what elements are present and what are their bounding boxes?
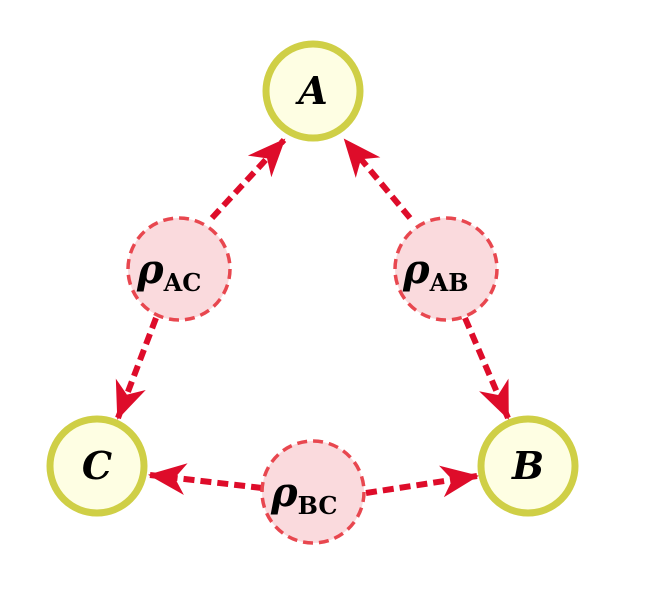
edge-bc-to-c — [148, 463, 263, 496]
source-bc-label: ρBC — [270, 469, 337, 520]
node-c-circle — [46, 415, 148, 517]
node-b: B — [477, 415, 579, 517]
source-ab-subscript: AB — [429, 268, 469, 297]
edge-ab-to-b — [462, 316, 511, 420]
edge-bc-to-b — [365, 465, 479, 498]
edges-group — [115, 137, 511, 498]
source-ab-circle — [393, 216, 499, 322]
node-a: A — [262, 40, 364, 142]
edge-ac-to-c — [115, 316, 159, 420]
source-ab-symbol: ρ — [402, 246, 430, 293]
node-c: C — [46, 415, 148, 517]
source-ab: ρAB — [393, 216, 499, 322]
source-ac-label: ρAC — [136, 246, 201, 297]
node-b-circle — [477, 415, 579, 517]
source-ac-circle — [126, 216, 232, 322]
source-bc: ρBC — [260, 439, 366, 545]
node-b-label: B — [511, 443, 544, 488]
edge-ab-to-a — [342, 138, 413, 220]
source-ab-label: ρAB — [402, 246, 469, 297]
edge-ac-to-a — [209, 137, 287, 221]
source-ac-symbol: ρ — [136, 246, 164, 293]
source-bc-symbol: ρ — [270, 469, 298, 516]
node-a-circle — [262, 40, 364, 142]
source-bc-subscript: BC — [298, 491, 338, 520]
source-ac: ρAC — [126, 216, 232, 322]
node-c-label: C — [82, 443, 112, 488]
source-bc-circle — [260, 439, 366, 545]
source-ac-subscript: AC — [163, 268, 202, 297]
node-a-label: A — [295, 68, 327, 113]
